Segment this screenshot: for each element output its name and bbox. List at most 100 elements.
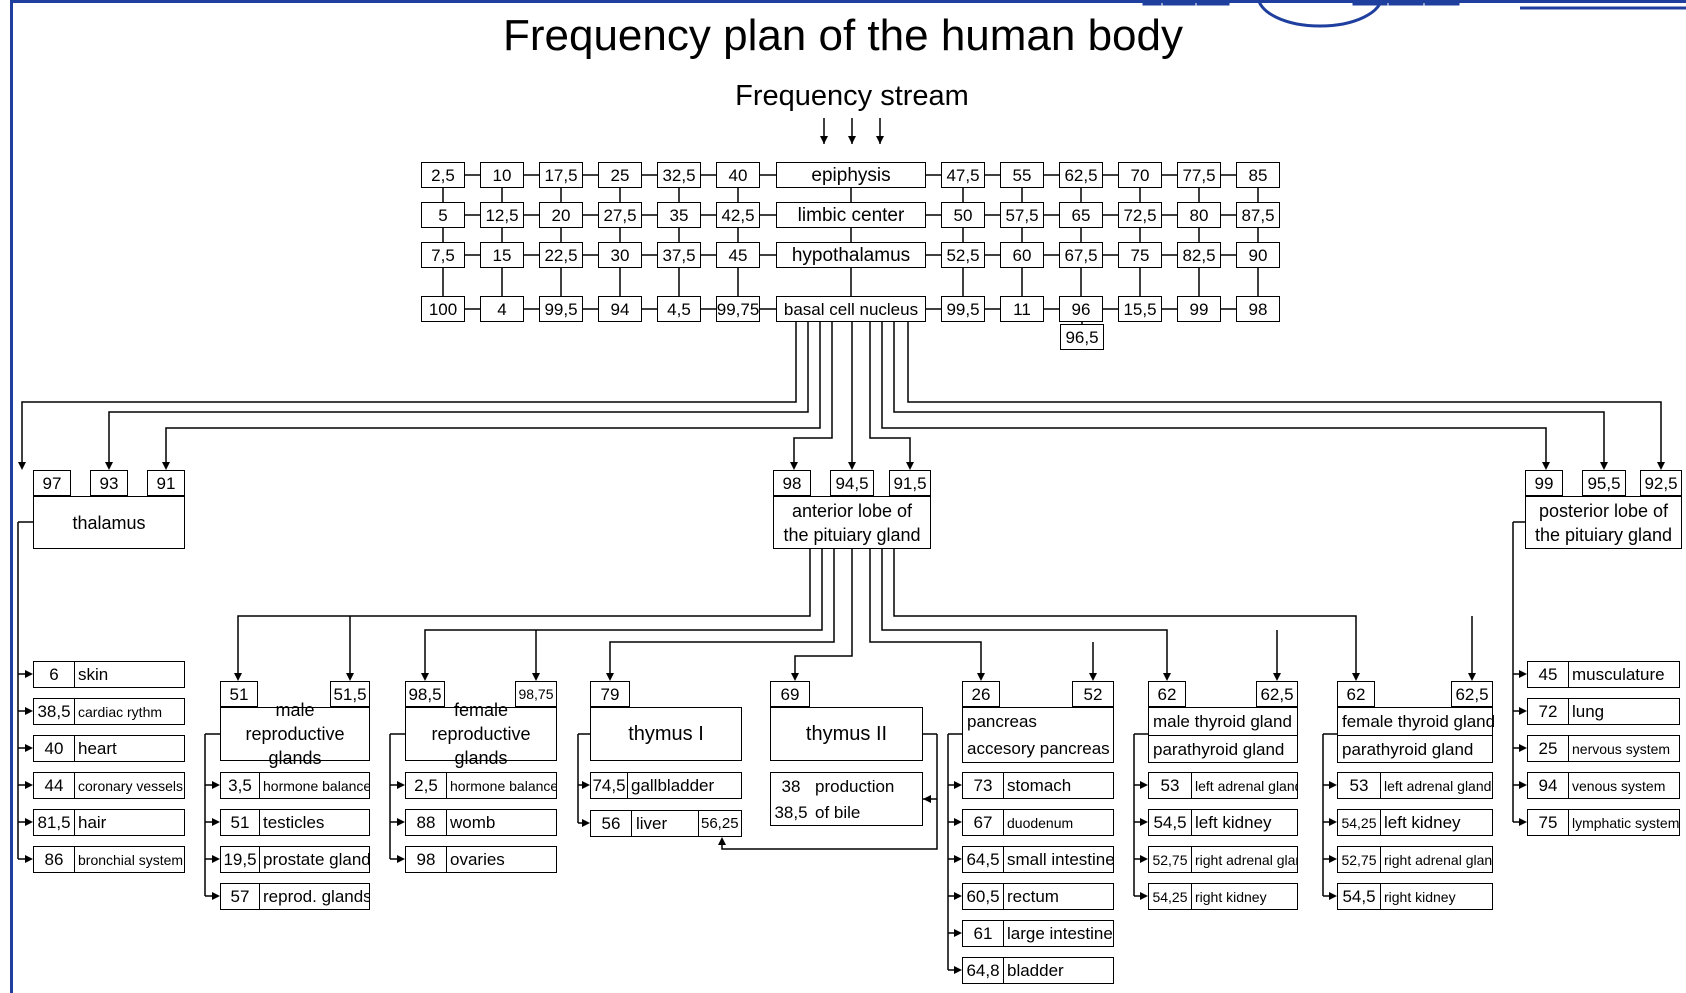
item-label: skin [78,665,109,684]
thymus1-label: thymus I [628,723,704,745]
item-value: 88 [406,810,447,835]
arrow-head [1163,673,1171,681]
arrow-head [954,818,962,826]
item-value: 57 [221,884,260,909]
connector-line [893,322,1605,462]
item-value: 3,5 [221,773,260,798]
arrow-head [1140,781,1148,789]
item-label: right adrenal gland [1384,851,1493,868]
item-value: 52,75 [1338,847,1381,872]
item-value: 72 [1528,699,1569,724]
connector-line [165,322,821,462]
item-label: prostate gland [263,850,370,869]
arrow-head [1542,462,1550,470]
anterior-label-line1: anterior lobe of [791,500,913,521]
grid-cell: 60 [1000,242,1044,268]
arrow-head [105,462,113,470]
posterior-value-2: 95,5 [1582,470,1626,496]
grid-cell: 70 [1118,162,1162,188]
item-value: 54,5 [1149,810,1192,835]
female-thyroid-value-1: 62 [1337,681,1375,707]
female-repro-box: female reproductive glands [405,700,557,768]
male-repro-value-2: 51,5 [330,681,370,707]
male-thyroid-box: male thyroid gland parathyroid gland [1148,707,1298,763]
arrow-head [25,781,33,789]
item-label: coronary vessels [78,777,184,794]
arrow-head [582,819,590,827]
item-value: 44 [34,773,75,798]
arrow-head [25,744,33,752]
arrow-head [25,855,33,863]
item-label: ovaries [450,850,505,869]
arrow-head [954,929,962,937]
arrow-head [162,462,170,470]
thymus1-item-gallbladder: 74,5 gallbladder [590,772,742,799]
arrow-head [397,818,405,826]
thymus1-box: thymus I [590,707,742,761]
item-value: 54,25 [1338,810,1381,835]
item-value: 64,5 [963,847,1004,872]
connector-line [869,322,911,462]
connector-line [237,549,811,673]
grid-cell: 10 [480,162,524,188]
item-label: right kidney [1195,888,1267,905]
item-label: lung [1572,702,1605,721]
grid-extra-cell: 96,5 [1060,324,1104,350]
grid-cell: 35 [657,202,701,228]
male-repro-value-1: 51 [220,681,258,707]
grid-cell: 65 [1059,202,1103,228]
item-label: cardiac rythm [78,703,163,720]
female-repro-value-2: 98,75 [515,681,557,707]
male-thyroid-value-2: 62,5 [1256,681,1298,707]
grid-cell: 25 [598,162,642,188]
grid-cell: 82,5 [1177,242,1221,268]
grid-cell: 90 [1236,242,1280,268]
arrow-head [876,136,884,144]
arrow-head [1329,781,1337,789]
arrow-head [1519,670,1527,678]
arrow-head [25,818,33,826]
posterior-value-3: 92,5 [1640,470,1682,496]
connector-line [108,322,809,462]
arrow-head [954,855,962,863]
grid-cell: 15 [480,242,524,268]
item-label: venous system [1572,777,1666,794]
grid-cell: 4,5 [657,296,701,322]
item-value: 45 [1528,662,1569,687]
arrow-head [1329,818,1337,826]
grid-cell: 75 [1118,242,1162,268]
grid-cell: 50 [941,202,985,228]
arrow-head [1089,673,1097,681]
connector-line [609,549,835,673]
thalamus-box: thalamus [33,496,185,549]
thalamus-value-1: 97 [33,470,71,496]
item-value: 54,25 [1149,884,1192,909]
arrow-head [1140,892,1148,900]
item-label: left kidney [1384,813,1461,832]
arrow-head [212,818,220,826]
arrow-head [212,892,220,900]
grid-cell: 30 [598,242,642,268]
connector-line [21,322,797,462]
arrow-head [1519,818,1527,826]
arrow-head [954,781,962,789]
arrow-head [906,462,914,470]
thalamus-value-2: 93 [90,470,128,496]
arrow-head [1519,707,1527,715]
grid-cell: 2,5 [421,162,465,188]
arrow-head [1519,781,1527,789]
grid-cell: 85 [1236,162,1280,188]
item-label: left adrenal gland [1384,777,1492,794]
arrow-head [212,855,220,863]
